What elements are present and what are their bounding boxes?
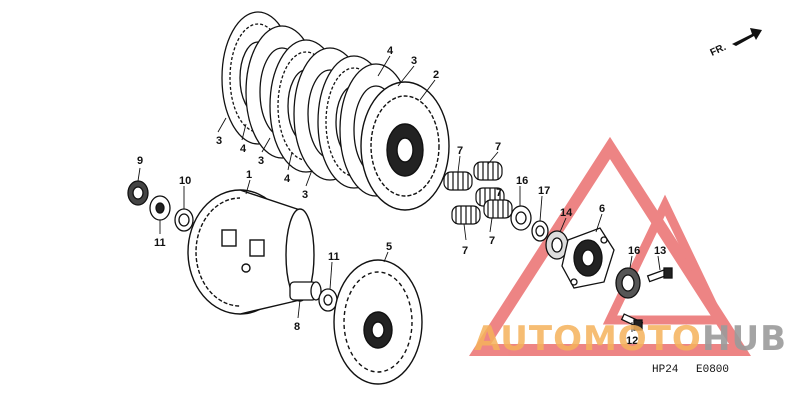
callout-7: 7 bbox=[496, 187, 502, 199]
arrow-icon bbox=[732, 28, 762, 46]
front-label: FR. bbox=[709, 42, 728, 59]
callout-16: 17 bbox=[538, 185, 550, 197]
collar-8 bbox=[289, 281, 322, 301]
callout-17: 16 bbox=[628, 245, 640, 257]
callout-3: 3 bbox=[411, 55, 417, 67]
callout-8: 8 bbox=[294, 321, 300, 333]
callout-9: 9 bbox=[137, 155, 143, 167]
callout-13: 16 bbox=[516, 175, 528, 187]
callout-4: 4 bbox=[387, 45, 394, 57]
washer-10 bbox=[174, 208, 194, 232]
washer-13 bbox=[510, 205, 532, 231]
callout-2: 2 bbox=[433, 69, 439, 81]
callout-7: 7 bbox=[489, 235, 495, 247]
clutch-spring bbox=[483, 199, 513, 219]
callout-7: 7 bbox=[495, 141, 501, 153]
callout-11: 13 bbox=[654, 245, 666, 257]
figure-code: HP24 bbox=[652, 364, 679, 376]
callout-7: 7 bbox=[457, 145, 463, 157]
clutch-plate-stack bbox=[221, 11, 413, 197]
lifter-piece-12 bbox=[545, 230, 569, 260]
callout-16: 11 bbox=[154, 237, 166, 249]
watermark-part1: AUTOMOTO bbox=[474, 319, 702, 359]
watermark-part2: HUB bbox=[702, 319, 787, 359]
washer-14 bbox=[318, 288, 338, 312]
clutch-spring bbox=[451, 205, 481, 225]
figure-codes: HP24 E0800 bbox=[652, 364, 729, 376]
bearing-17 bbox=[615, 267, 641, 299]
callout-14: 11 bbox=[328, 251, 340, 263]
clutch-center bbox=[360, 81, 450, 211]
washer-16-right bbox=[531, 220, 549, 242]
watermark-triangle-inner bbox=[602, 194, 728, 325]
clutch-spring bbox=[443, 171, 473, 191]
clutch-outer bbox=[187, 189, 315, 315]
callout-12: 14 bbox=[560, 207, 573, 219]
washer-16-left bbox=[149, 195, 171, 221]
front-direction-indicator: FR. bbox=[709, 28, 762, 59]
callout-numbers: 3 4 3 4 3 4 3 2 7 7 16 17 14 6 16 13 12 … bbox=[137, 45, 666, 347]
bolt-11-right bbox=[646, 267, 673, 283]
bolt-11-bottom bbox=[620, 313, 644, 331]
watermark-logo bbox=[469, 136, 751, 356]
pressure-plate bbox=[333, 259, 423, 385]
clutch-spring bbox=[473, 161, 503, 181]
lifter-plate-6 bbox=[561, 227, 615, 289]
callout-1: 1 bbox=[246, 169, 252, 181]
callout-3: 3 bbox=[302, 189, 308, 201]
callout-6: 6 bbox=[599, 203, 605, 215]
callout-4: 4 bbox=[284, 173, 291, 185]
callout-10: 10 bbox=[179, 175, 191, 187]
watermark-text: AUTOMOTO HUB bbox=[474, 319, 787, 359]
clutch-springs bbox=[443, 161, 513, 225]
oil-seal-9 bbox=[127, 180, 149, 206]
callout-3: 3 bbox=[216, 135, 222, 147]
callout-11: 12 bbox=[626, 335, 638, 347]
callout-7: 7 bbox=[462, 245, 468, 257]
callout-4: 4 bbox=[240, 143, 247, 155]
leader-lines bbox=[137, 55, 661, 332]
diagram-code: E0800 bbox=[696, 364, 729, 376]
callout-5: 5 bbox=[386, 241, 392, 253]
watermark-triangle-outer bbox=[469, 136, 751, 356]
callout-3: 3 bbox=[258, 155, 264, 167]
